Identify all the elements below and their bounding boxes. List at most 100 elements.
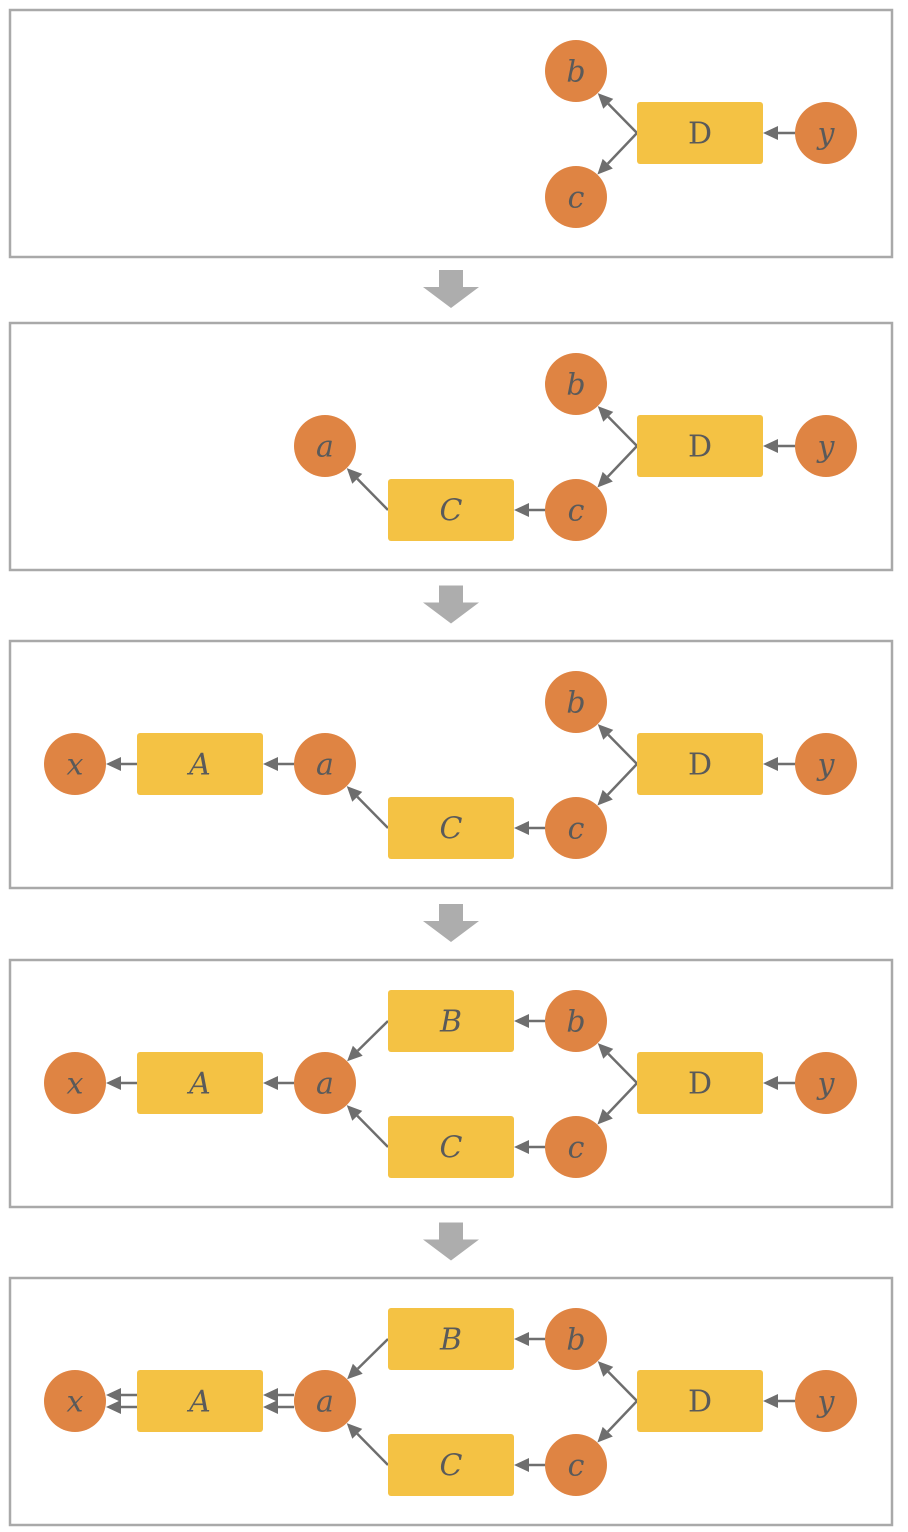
arrowhead-icon: [347, 1045, 363, 1062]
operation-node-B: B: [388, 990, 514, 1052]
arrowhead-icon: [106, 1388, 121, 1402]
operation-box: [137, 1052, 263, 1114]
edge-line: [606, 1400, 638, 1433]
variable-node-a: a: [294, 1052, 356, 1114]
arrowhead-icon: [346, 786, 363, 802]
node-label: b: [566, 1005, 585, 1040]
variable-node-b: b: [545, 353, 607, 415]
node-label: x: [67, 1067, 84, 1102]
variable-circle: [795, 102, 857, 164]
operation-box: [637, 1370, 763, 1432]
variable-circle: [545, 797, 607, 859]
node-label: b: [566, 1323, 585, 1358]
arrowhead-icon: [597, 724, 614, 740]
variable-node-c: c: [545, 166, 607, 228]
edge-y-to-D: [763, 439, 795, 453]
arrowhead-icon: [263, 1076, 278, 1090]
edge-line: [606, 1082, 638, 1115]
variable-node-c: c: [545, 1434, 607, 1496]
operation-box: [388, 797, 514, 859]
operation-node-D: D: [637, 415, 763, 477]
operation-node-D: D: [637, 1370, 763, 1432]
edge-D-to-c: [597, 1082, 638, 1125]
node-label: a: [316, 748, 334, 783]
operation-box: [388, 1434, 514, 1496]
variable-node-y: y: [795, 415, 857, 477]
edge-D-to-c: [597, 763, 638, 806]
operation-node-A: A: [137, 1370, 263, 1432]
arrowhead-icon: [106, 1400, 121, 1414]
edge-line: [356, 1432, 389, 1466]
node-label: a: [316, 1067, 334, 1102]
arrowhead-icon: [597, 158, 613, 175]
node-label: b: [566, 55, 585, 90]
variable-node-a: a: [294, 1370, 356, 1432]
node-label: y: [816, 1385, 836, 1420]
operation-box: [388, 1308, 514, 1370]
arrowhead-icon: [763, 1076, 778, 1090]
operation-box: [637, 102, 763, 164]
node-label: c: [568, 1131, 585, 1166]
arrowhead-icon: [514, 1140, 529, 1154]
variable-circle: [545, 40, 607, 102]
variable-circle: [795, 1370, 857, 1432]
variable-node-x: x: [44, 733, 106, 795]
variable-circle: [294, 415, 356, 477]
arrowhead-icon: [514, 1332, 529, 1346]
arrowhead-icon: [263, 1400, 278, 1414]
node-label: B: [439, 1005, 462, 1040]
edge-line: [356, 1114, 389, 1148]
arrowhead-icon: [597, 93, 614, 109]
operation-box: [137, 1370, 263, 1432]
node-label: B: [439, 1323, 462, 1358]
operation-node-A: A: [137, 733, 263, 795]
operation-box: [388, 1116, 514, 1178]
edge-c-to-C: [514, 821, 545, 835]
edge-line: [356, 477, 389, 511]
variable-node-x: x: [44, 1370, 106, 1432]
edges: [597, 93, 795, 175]
operation-node-D: D: [637, 733, 763, 795]
arrowhead-icon: [347, 1363, 363, 1380]
operation-box: [388, 479, 514, 541]
arrowhead-icon: [514, 821, 529, 835]
edge-A-to-x: [106, 1076, 137, 1090]
variable-node-a: a: [294, 733, 356, 795]
node-label: y: [816, 430, 836, 465]
edge-line: [607, 1052, 638, 1084]
node-label: C: [440, 1449, 463, 1484]
node-label: c: [568, 494, 585, 529]
edge-D-to-b: [597, 93, 638, 134]
edge-C-to-a: [346, 468, 389, 511]
variable-circle: [545, 671, 607, 733]
edge-D-to-c: [597, 1400, 638, 1443]
node-label: c: [568, 181, 585, 216]
node-label: y: [816, 748, 836, 783]
arrowhead-icon: [763, 1394, 778, 1408]
operation-node-C: C: [388, 1116, 514, 1178]
edge-D-to-b: [597, 406, 638, 447]
arrowhead-icon: [106, 757, 121, 771]
edge-line: [356, 1338, 389, 1370]
edge-line: [356, 1020, 389, 1052]
variable-circle: [795, 1052, 857, 1114]
node-label: A: [186, 1067, 211, 1102]
variable-node-a: a: [294, 415, 356, 477]
arrowhead-icon: [597, 406, 614, 422]
operation-node-B: B: [388, 1308, 514, 1370]
node-label: b: [566, 686, 585, 721]
node-label: x: [67, 1385, 84, 1420]
variable-node-b: b: [545, 671, 607, 733]
edge-y-to-D: [763, 126, 795, 140]
arrowhead-icon: [514, 503, 529, 517]
variable-node-y: y: [795, 102, 857, 164]
edge-D-to-b: [597, 724, 638, 765]
